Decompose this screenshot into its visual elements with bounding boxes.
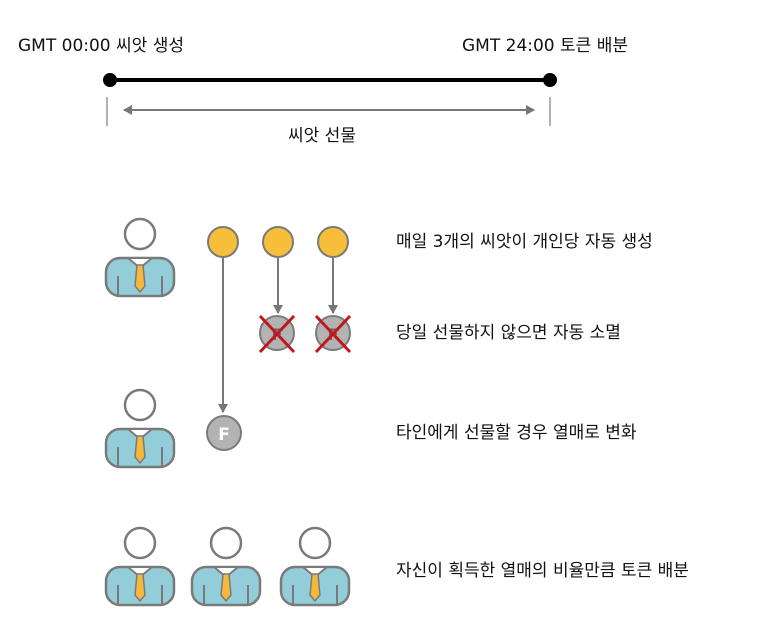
timeline-start-label: GMT 00:00 씨앗 생성 xyxy=(18,36,184,56)
seed-icon xyxy=(317,226,349,258)
step-text: 자신이 획득한 열매의 비율만큼 토큰 배분 xyxy=(396,561,689,581)
timeline-end-label: GMT 24:00 토큰 배분 xyxy=(462,36,628,56)
step-text: 타인에게 선물할 경우 열매로 변화 xyxy=(396,423,637,443)
cross-icon xyxy=(314,314,352,354)
cross-icon xyxy=(258,314,296,354)
person-icon xyxy=(279,526,351,607)
svg-text:F: F xyxy=(218,425,230,445)
timeline-start-dot xyxy=(103,73,117,87)
seed-icon xyxy=(262,226,294,258)
step-text: 당일 선물하지 않으면 자동 소멸 xyxy=(396,323,621,343)
seed-icon xyxy=(207,226,239,258)
person-icon xyxy=(104,217,176,298)
person-icon xyxy=(104,526,176,607)
withered-seed-icon: F xyxy=(258,314,296,354)
span-label: 씨앗 선물 xyxy=(288,126,356,146)
person-icon xyxy=(190,526,262,607)
step-text: 매일 3개의 씨앗이 개인당 자동 생성 xyxy=(396,232,653,252)
timeline-end-dot xyxy=(543,73,557,87)
fruit-icon: F xyxy=(206,415,242,451)
withered-seed-icon: F xyxy=(314,314,352,354)
person-icon xyxy=(104,388,176,469)
